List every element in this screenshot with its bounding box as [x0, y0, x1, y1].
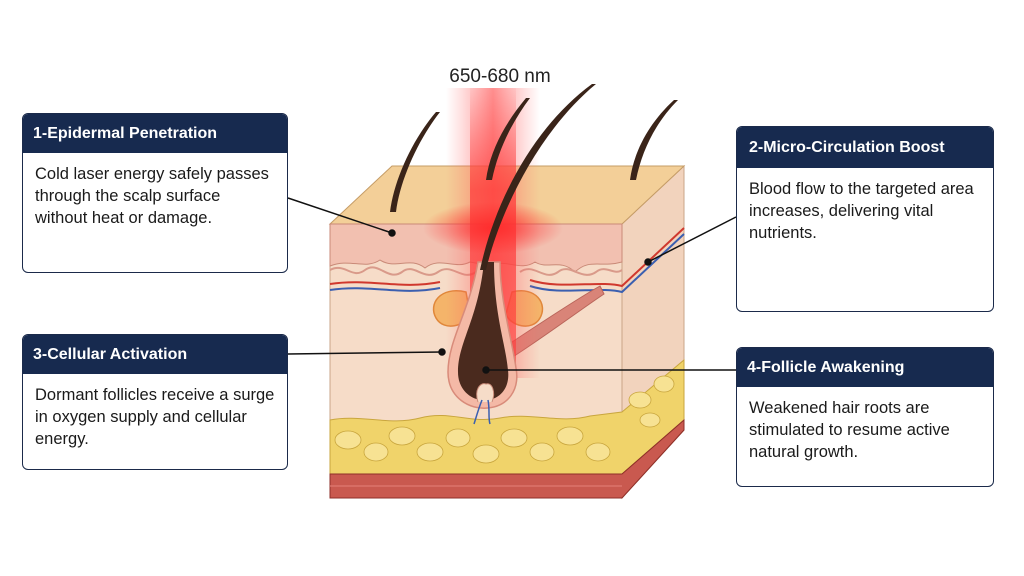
dermal-papilla [476, 383, 495, 403]
hair-shaft-center [486, 98, 530, 180]
blood-vessel-blue [329, 233, 685, 294]
callout-title: 2-Micro-Circulation Boost [737, 127, 993, 168]
hair-shaft-right [630, 100, 678, 180]
callout-cellular-activation: 3-Cellular Activation Dormant follicles … [22, 334, 288, 470]
callout-follicle-awakening: 4-Follicle Awakening Weakened hair roots… [736, 347, 994, 487]
blood-vessel-red [329, 227, 685, 288]
callout-text: Weakened hair roots are stimulated to re… [749, 399, 950, 461]
callout-text: Blood flow to the targeted area increase… [749, 180, 974, 242]
callout-title: 1-Epidermal Penetration [23, 114, 287, 153]
hair-shaft-left [390, 112, 440, 212]
hair-bulb [458, 262, 509, 401]
fat-cells [334, 375, 675, 464]
callout-epidermal-penetration: 1-Epidermal Penetration Cold laser energ… [22, 113, 288, 273]
callout-micro-circulation-boost: 2-Micro-Circulation Boost Blood flow to … [736, 126, 994, 312]
callout-text: Cold laser energy safely passes through … [35, 165, 269, 227]
papilla-vessels [473, 399, 491, 425]
wavelength-label: 650-680 nm [449, 66, 551, 87]
callout-title: 4-Follicle Awakening [737, 348, 993, 387]
callout-connectors [287, 197, 737, 374]
muscle-layer [329, 418, 685, 499]
callout-text: Dormant follicles receive a surge in oxy… [35, 386, 275, 448]
callout-title: 3-Cellular Activation [23, 335, 287, 374]
